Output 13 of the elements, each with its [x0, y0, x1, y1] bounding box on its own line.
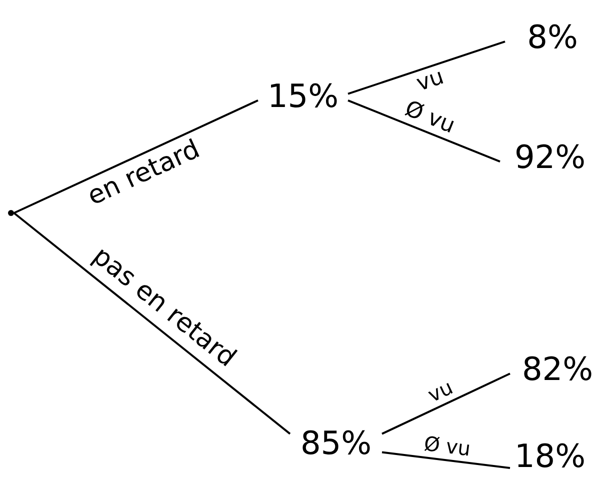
branch-line: [13, 212, 291, 435]
branch-line: [382, 372, 510, 435]
probability-label: 18%: [510, 436, 590, 476]
branch-point: [8, 210, 14, 216]
probability-label: 8%: [505, 14, 600, 60]
probability-label: 15%: [258, 74, 348, 118]
branch-line: [382, 451, 510, 469]
probability-label: 85%: [290, 420, 382, 466]
branch-line: [14, 100, 258, 214]
branch-line: [348, 40, 506, 95]
probability-label: 82%: [510, 346, 605, 392]
probability-label: 92%: [500, 134, 600, 180]
branch-line: [348, 99, 500, 163]
